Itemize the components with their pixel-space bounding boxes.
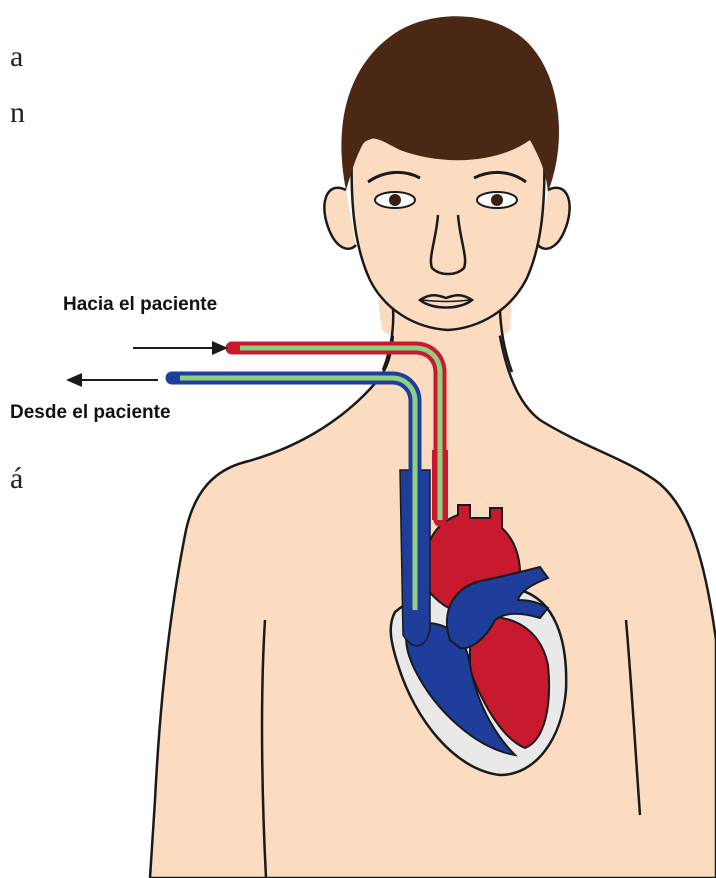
text-fragment-n: n bbox=[10, 96, 25, 130]
label-to-patient: Hacia el paciente bbox=[63, 294, 217, 316]
arrow-from-patient bbox=[66, 373, 158, 387]
arrow-to-patient bbox=[133, 341, 228, 355]
text-fragment-a: a bbox=[10, 40, 23, 74]
text-fragment-a-accent: á bbox=[10, 462, 23, 496]
label-from-patient: Desde el paciente bbox=[10, 402, 171, 424]
left-pupil bbox=[389, 194, 401, 206]
right-pupil bbox=[491, 194, 503, 206]
